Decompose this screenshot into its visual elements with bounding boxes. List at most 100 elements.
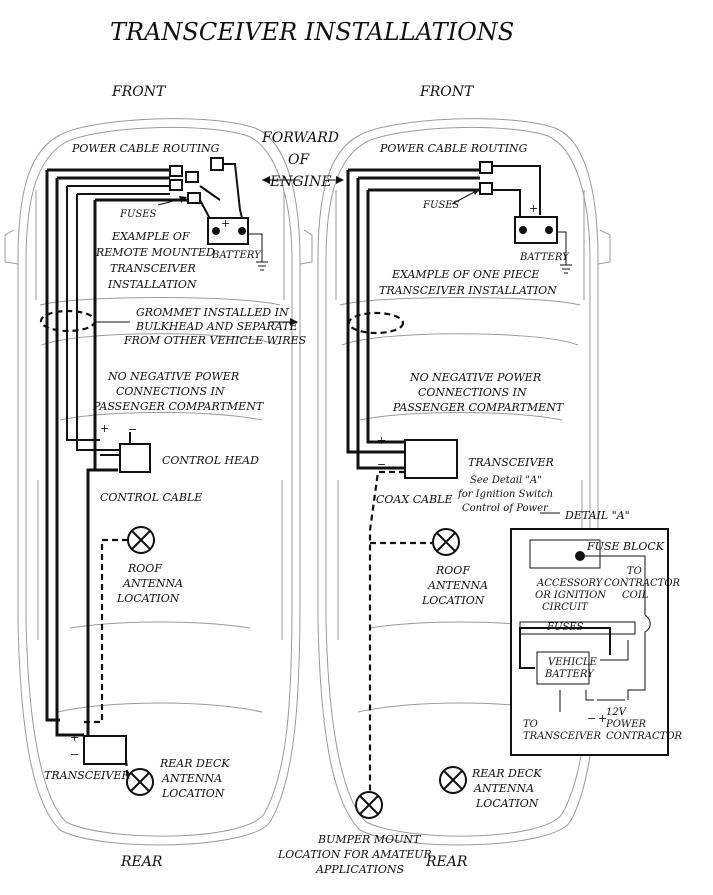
right-battery-label: BATTERY [519,252,570,263]
right-rear-deck-antenna-icon [439,766,467,794]
right-front-label: FRONT [419,84,475,100]
right-battery-terminal-pos [545,226,553,234]
right-transceiver-label: TRANSCEIVER [468,456,554,469]
right-see-detail-2: for Ignition Switch [457,489,553,500]
control-head-label: CONTROL HEAD [162,454,259,467]
right-power-cable-routing: POWER CABLE ROUTING [379,142,528,155]
grommet-text-1: GROMMET INSTALLED IN [136,306,289,319]
left-no-negative-2: CONNECTIONS IN [116,385,225,398]
control-head-minus: − [128,423,137,436]
left-car-outline [4,118,313,846]
control-head [119,443,151,473]
control-head-plus: + [100,422,109,435]
left-roof-antenna-1: ROOF [127,562,162,575]
left-transceiver-minus: − [70,748,79,761]
left-example-4: INSTALLATION [107,278,197,291]
forward-text-2: OF [288,152,310,168]
right-roof-antenna-icon [432,528,460,556]
left-transceiver-plus: + [70,731,79,744]
bumper-mount-1: BUMPER MOUNT [317,833,422,846]
bumper-mount-antenna-icon [355,791,383,819]
left-example-2: REMOTE MOUNTED [95,246,215,259]
left-rear-deck-2: ANTENNA [161,772,222,785]
detail-a-plus: + [598,712,607,725]
left-roof-antenna-3: LOCATION [116,592,180,605]
right-roof-antenna-1: ROOF [435,564,470,577]
right-roof-antenna-3: LOCATION [421,594,485,607]
detail-a-vehicle-battery-1: VEHICLE [548,657,597,668]
right-rear-deck-3: LOCATION [475,797,539,810]
left-transceiver-label: TRANSCEIVER [44,769,130,782]
left-rear-label: REAR [120,854,163,870]
bumper-mount-2: LOCATION FOR AMATEUR [277,848,432,861]
right-rear-deck-2: ANTENNA [473,782,534,795]
detail-a-to-contractor-1: TO [627,566,642,577]
detail-a-accessory-2: OR IGNITION [535,590,607,601]
detail-a-label: DETAIL "A" [564,509,630,522]
left-grommet [39,309,97,333]
coax-cable-label: COAX CABLE [376,493,452,506]
detail-a-to-contractor-3: COIL [622,590,649,601]
left-fuse-5 [210,157,224,171]
right-transceiver [404,439,458,479]
left-battery-terminal-pos [238,227,246,235]
right-no-negative-3: PASSENGER COMPARTMENT [392,401,565,414]
detail-a-fuse-block: FUSE BLOCK [586,540,665,553]
left-no-negative-1: NO NEGATIVE POWER [107,370,239,383]
detail-a-to-transceiver-2: TRANSCEIVER [523,731,601,742]
left-battery-label: BATTERY [211,250,262,261]
left-front-label: FRONT [111,84,167,100]
control-cable-label: CONTROL CABLE [100,491,202,504]
left-power-cable-routing: POWER CABLE ROUTING [71,142,220,155]
detail-a-accessory-1: ACCESSORY [536,578,604,589]
right-roof-antenna-2: ANTENNA [427,579,488,592]
detail-a-power-contractor-1: 12V [606,707,628,718]
detail-a-panel [510,528,669,756]
right-example-2: TRANSCEIVER INSTALLATION [379,284,557,297]
left-no-negative-3: PASSENGER COMPARTMENT [92,400,265,413]
detail-a-power-contractor-3: CONTRACTOR [606,731,683,742]
detail-a-to-transceiver-1: TO [523,719,538,730]
right-fuses-label: FUSES [422,200,460,211]
right-fuse-1 [479,161,493,174]
left-example-1: EXAMPLE OF [111,230,190,243]
right-example-1: EXAMPLE OF ONE PIECE [391,268,539,281]
forward-text-3: ENGINE [269,174,332,190]
detail-a-power-contractor-2: POWER [605,719,647,730]
right-battery-terminal-neg [519,226,527,234]
grommet-text-2: BULKHEAD AND SEPARATE [135,320,298,333]
right-wiring [346,165,572,800]
right-transceiver-minus: − [377,458,386,471]
right-see-detail-1: See Detail "A" [470,475,542,486]
detail-a-vehicle-battery-2: BATTERY [544,669,595,680]
left-fuse-3 [185,171,199,183]
right-see-detail-3: Control of Power [462,503,549,514]
forward-text-1: FORWARD [261,130,339,146]
diagram-title: TRANSCEIVER INSTALLATIONS [110,18,514,46]
bumper-mount-3: APPLICATIONS [315,863,404,876]
left-fuses-label: FUSES [119,209,157,220]
detail-a-to-contractor-2: CONTRACTOR [604,578,681,589]
left-battery-plus: + [221,217,230,230]
right-transceiver-plus: + [377,434,386,447]
right-grommet [347,311,405,335]
left-fuse-2 [169,179,183,191]
left-roof-antenna-icon [127,526,155,554]
right-rear-label: REAR [425,854,468,870]
right-no-negative-1: NO NEGATIVE POWER [409,371,541,384]
left-rear-deck-1: REAR DECK [159,757,230,770]
left-rear-deck-antenna-icon [126,768,154,796]
left-battery-terminal-neg [212,227,220,235]
left-transceiver [83,735,127,765]
right-no-negative-2: CONNECTIONS IN [418,386,527,399]
right-rear-deck-1: REAR DECK [471,767,542,780]
detail-a-minus: − [587,712,596,725]
left-rear-deck-3: LOCATION [161,787,225,800]
right-battery-plus: + [529,202,538,215]
right-car-outline [317,118,611,846]
grommet-text-3: FROM OTHER VEHICLE WIRES [123,334,307,347]
left-fuse-4 [187,192,201,204]
right-fuse-2 [479,182,493,195]
detail-a-accessory-3: CIRCUIT [542,602,589,613]
